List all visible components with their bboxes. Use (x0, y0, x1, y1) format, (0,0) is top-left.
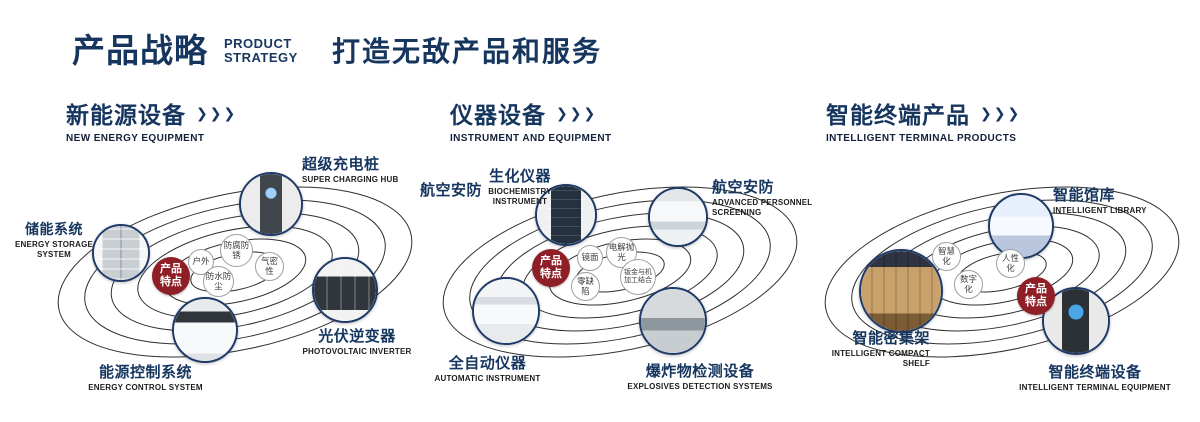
product-photo-energy-storage (92, 224, 150, 282)
product-photo-intelligent-library (988, 193, 1054, 259)
energy-storage-image (94, 226, 148, 280)
arrows-icon: ❯❯❯ (980, 104, 1022, 121)
terminal-equipment-image (1044, 289, 1108, 353)
super-charger-image (241, 174, 301, 234)
section-subtitle-terminal: INTELLIGENT TERMINAL PRODUCTS (826, 133, 1017, 144)
arrows-icon: ❯❯❯ (196, 104, 238, 121)
page-subtitle-line1: PRODUCT (224, 36, 292, 51)
section-title-terminal: 智能终端产品 (826, 102, 970, 128)
label-compact-shelf: 智能密集架 INTELLIGENT COMPACT SHELF (831, 330, 930, 368)
product-photo-pv-inverter (312, 257, 378, 323)
product-photo-super-charger (239, 172, 303, 236)
section-header-instrument: 仪器设备 ❯❯❯ INSTRUMENT AND EQUIPMENT (450, 96, 611, 144)
feature-bubble-smart: 智慧化 (932, 242, 961, 271)
feature-bubble-mirror: 镜面 (577, 245, 603, 271)
section-title-new-energy: 新能源设备 (66, 102, 186, 128)
feature-bubble-zero-defect: 零缺陷 (571, 272, 600, 301)
page-subtitle-line2: STRATEGY (224, 49, 298, 65)
badge-line2: 特点 (160, 276, 182, 288)
section-subtitle-new-energy: NEW ENERGY EQUIPMENT (66, 133, 205, 144)
product-photo-biochemistry (535, 184, 597, 246)
product-photo-automatic-instrument (472, 277, 540, 345)
label-energy-control: 能源控制系统 ENERGY CONTROL SYSTEM (88, 364, 203, 392)
label-automatic-instrument: 全自动仪器 AUTOMATIC INSTRUMENT (434, 355, 541, 383)
label-biochemistry: 生化仪器 BIOCHEMISTRY INSTRUMENT (488, 168, 552, 206)
arrows-icon: ❯❯❯ (556, 104, 598, 121)
section-subtitle-instrument: INSTRUMENT AND EQUIPMENT (450, 133, 612, 144)
product-photo-energy-control (172, 297, 238, 363)
page-title: 产品战略 (72, 32, 208, 69)
features-badge-terminal: 产品 特点 (1017, 277, 1055, 315)
slogan: 打造无敌产品和服务 (332, 36, 603, 67)
product-photo-personnel-screening (648, 187, 708, 247)
automatic-instrument-image (474, 279, 538, 343)
section-header-terminal: 智能终端产品 ❯❯❯ INTELLIGENT TERMINAL PRODUCTS (826, 96, 1021, 144)
label-terminal-equipment: 智能终端设备 INTELLIGENT TERMINAL EQUIPMENT (1019, 364, 1171, 392)
feature-bubble-waterproof: 防水防尘 (203, 266, 234, 297)
feature-bubble-humanized: 人性化 (996, 249, 1025, 278)
label-energy-storage: 储能系统 ENERGY STORAGE SYSTEM (14, 221, 94, 259)
label-pv-inverter: 光伏逆变器 PHOTOVOLTAIC INVERTER (302, 328, 412, 356)
section-title-instrument: 仪器设备 (450, 102, 546, 128)
feature-bubble-sheetmetal-machining: 钣金与机加工结合 (620, 259, 656, 295)
label-intelligent-library: 智能馆库 INTELLIGENT LIBRARY (1053, 187, 1147, 215)
label-explosives-detection: 爆炸物检测设备 EXPLOSIVES DETECTION SYSTEMS (627, 363, 773, 391)
page-subtitle: PRODUCT STRATEGY (224, 37, 298, 64)
feature-bubble-anticorrosion: 防腐防锈 (220, 234, 253, 267)
pv-inverter-image (314, 259, 376, 321)
label-personnel-screening: 航空安防 ADVANCED PERSONNEL SCREENING (712, 179, 813, 217)
intelligent-library-image (990, 195, 1052, 257)
feature-bubble-airtight: 气密性 (255, 252, 284, 281)
features-badge-instrument: 产品 特点 (532, 249, 570, 287)
biochemistry-image (537, 186, 595, 244)
product-photo-explosives-detection (639, 287, 707, 355)
section-header-new-energy: 新能源设备 ❯❯❯ NEW ENERGY EQUIPMENT (66, 96, 237, 144)
energy-control-image (174, 299, 236, 361)
label-aviation-security-left: 航空安防 (420, 182, 483, 199)
label-super-charger: 超级充电桩 SUPER CHARGING HUB (302, 156, 399, 184)
compact-shelf-image (861, 251, 941, 331)
badge-line1: 产品 (160, 263, 182, 276)
personnel-screening-image (650, 189, 706, 245)
feature-bubble-digital: 数字化 (954, 270, 983, 299)
badge-line2: 特点 (1025, 296, 1047, 308)
explosives-detection-image (641, 289, 705, 353)
product-photo-compact-shelf (859, 249, 943, 333)
features-badge-new-energy: 产品 特点 (152, 257, 190, 295)
badge-line1: 产品 (540, 255, 562, 268)
badge-line2: 特点 (540, 268, 562, 280)
badge-line1: 产品 (1025, 283, 1047, 296)
